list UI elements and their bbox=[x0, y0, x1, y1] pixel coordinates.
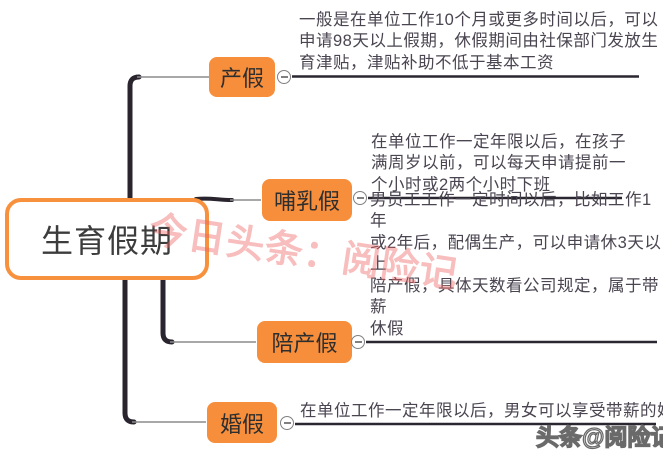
minus-icon bbox=[356, 197, 364, 199]
branch-label-marriage: 婚假 bbox=[219, 411, 264, 437]
minus-icon bbox=[354, 341, 362, 343]
branch-node-nursing-leave[interactable]: 哺乳假 bbox=[262, 179, 352, 221]
collapse-toggle-marriage[interactable] bbox=[280, 416, 294, 430]
collapse-toggle-maternity[interactable] bbox=[277, 70, 291, 84]
central-topic-label: 生育假期 bbox=[40, 223, 173, 259]
branch-label-nursing: 哺乳假 bbox=[273, 189, 340, 214]
branch-description-paternity[interactable]: 男员工工作一定时间以后，比如工作1年 或2年后，配偶生产，可以申请休3天以上 陪… bbox=[370, 190, 662, 338]
branch-node-paternity-leave[interactable]: 陪产假 bbox=[257, 321, 352, 363]
branch-description-nursing[interactable]: 在单位工作一定年限以后，在孩子 满周岁以前，可以每天申请提前一 个小时或2两个小… bbox=[371, 132, 626, 194]
branch-curve-marriage bbox=[122, 275, 137, 425]
branch-node-maternity-leave[interactable]: 产假 bbox=[209, 57, 275, 97]
branch-node-marriage-leave[interactable]: 婚假 bbox=[207, 402, 277, 443]
minus-icon bbox=[283, 422, 291, 424]
collapse-toggle-nursing[interactable] bbox=[353, 191, 367, 205]
central-topic-node[interactable]: 生育假期 bbox=[5, 198, 209, 280]
branch-description-maternity[interactable]: 一般是在单位工作10个月或更多时间以后，可以 申请98天以上假期，休假期间由社保… bbox=[299, 10, 659, 72]
branch-description-marriage[interactable]: 在单位工作一定年限以后，男女可以享受带薪的婚假。 bbox=[300, 401, 663, 420]
branch-label-paternity: 陪产假 bbox=[271, 331, 338, 356]
collapse-toggle-paternity[interactable] bbox=[351, 335, 365, 349]
branch-curve-paternity bbox=[160, 275, 175, 345]
branch-curve-maternity bbox=[127, 74, 142, 203]
branch-label-maternity: 产假 bbox=[219, 66, 264, 91]
minus-icon bbox=[280, 76, 288, 78]
